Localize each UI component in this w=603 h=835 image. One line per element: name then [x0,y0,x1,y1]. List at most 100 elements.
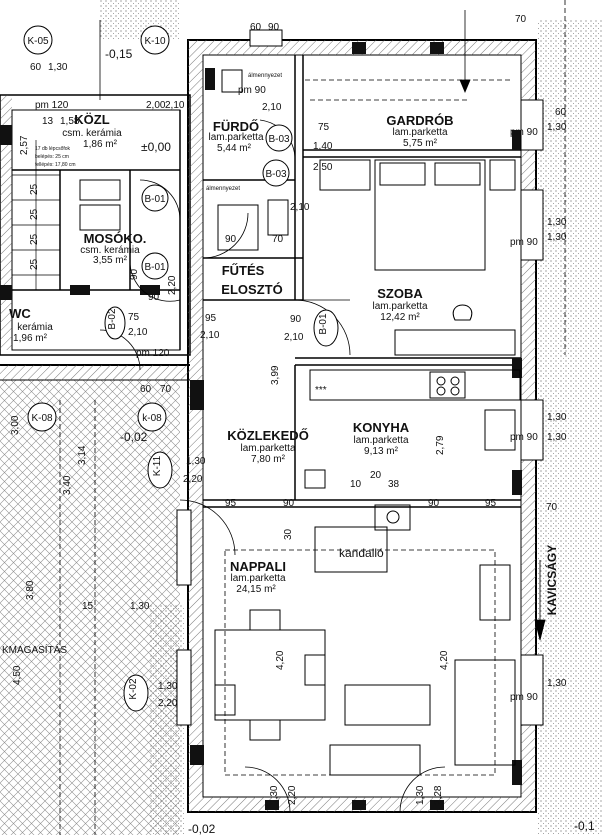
tag-texts: K-05 K-10 K-08 k-08 K-11 K-02 B-01 B-01 … [27,36,329,700]
dim-d20: 20 [370,470,382,481]
dim-pm90b: pm 90 [510,237,538,248]
dim-d300: 3,00 [10,415,21,435]
nappali-floor: lam.parketta [230,573,285,584]
magasitas-label: KMAGASÍTÁS [2,643,67,656]
dim-d90c: 90 [148,292,160,303]
windows [176,29,544,726]
tag-b03a: B-03 [268,134,290,145]
dim-d60a: 60 [250,22,262,33]
dimension-labels: 60 90 70 60 1,30 2,00 2,10 2,10 pm 90 75… [10,14,567,805]
dim-d399: 3,99 [270,365,281,385]
nappali-area: 24,15 m² [236,584,276,595]
dim-d25d: 25 [29,258,40,270]
dim-d420b: 4,20 [439,650,450,670]
kandallo-label: kandalló [339,546,384,560]
dim-d130r1: 1,30 [547,122,567,133]
dim-d210b: 2,10 [262,102,282,113]
dim-d130d: 1,30 [130,601,150,612]
dim-d314: 3,14 [77,445,88,465]
tag-k08a: K-08 [31,413,53,424]
tag-k08b: k-08 [142,413,162,424]
elev-2: ±0,00 [141,140,171,154]
dim-d90d: 90 [290,314,302,325]
dim-d380: 3,80 [25,580,36,600]
dim-d158: 1,58 [60,116,80,127]
wc-name: WC [9,306,31,321]
futes-name2: ELOSZTÓ [221,282,282,297]
dim-d220w: 2,20 [167,275,178,295]
dim-d228: 2,28 [433,785,444,805]
gardrob-floor: lam.parketta [392,127,447,138]
dim-d95b: 95 [225,498,237,509]
dim-d95c: 95 [485,498,497,509]
dim-pm90c: pm 90 [510,432,538,443]
dim-d210e: 2,10 [200,330,220,341]
furdo-area: 5,44 m² [217,143,252,154]
dim-d70a: 70 [515,14,527,25]
dim-d130r6: 1,30 [547,678,567,689]
section-marks [99,10,546,641]
dim-d250: 2,50 [313,162,333,173]
dim-d130a: 1,30 [48,62,68,73]
dim-d130c: 1,30 [415,785,426,805]
tag-bubbles [23,25,339,712]
futes-name: FŰTÉS [222,263,265,278]
almeny-1: álmennyezet [248,73,282,79]
dim-d10: 10 [350,479,362,490]
almeny-2: álmennyezet [206,186,240,192]
dim-d30: 30 [283,528,294,540]
dim-d220b: 2,20 [287,785,298,805]
dim-d70c: 70 [160,384,172,395]
dim-d25b: 25 [29,208,40,220]
dim-d140: 1,40 [313,141,333,152]
nappali-name: NAPPALI [230,559,286,574]
structural-columns [0,42,522,810]
dim-d210f: 2,10 [284,332,304,343]
tag-k05: K-05 [27,36,49,47]
tag-k11: K-11 [152,455,163,476]
mosoko-name: MOSÓKO. [84,231,147,246]
elev-4: -0,02 [188,822,216,835]
dim-pm90d: pm 90 [510,692,538,703]
stair-note-1: 17 db lépcsőfok [35,146,71,152]
kozl-floor: csm. kerámia [62,128,122,139]
dashed-lines [59,0,566,835]
dim-d95a: 95 [205,313,217,324]
dim-d60b: 60 [140,384,152,395]
tag-k02: K-02 [128,678,139,700]
dim-d220n: 2,20 [158,698,178,709]
dim-d70b: 70 [272,234,284,245]
szoba-floor: lam.parketta [372,301,427,312]
tag-b02: B-02 [107,308,118,330]
dim-d90e: 90 [283,498,295,509]
tag-b01b: B-01 [144,262,166,273]
tag-k10: K-10 [144,36,166,47]
tag-b01c: B-01 [318,313,329,335]
dim-d130r4: 1,30 [547,412,567,423]
szoba-name: SZOBA [377,286,423,301]
furdo-name: FÜRDŐ [213,119,259,134]
stars-label: *** [315,385,327,396]
dim-d220k: 2,20 [183,474,203,485]
dim-d120a: pm 120 [35,100,69,111]
room-labels: KÖZL csm. kerámia 1,86 m² FÜRDŐ lam.park… [9,112,453,595]
elev-5: -0,1 [574,819,595,833]
stair-note-3: fellépés: 17,80 cm [35,162,76,168]
dim-d210c: 2,10 [290,202,310,213]
dim-d130r2: 1,30 [547,217,567,228]
kozlekedo-name: KÖZLEKEDŐ [227,428,309,443]
tag-b03b: B-03 [265,169,287,180]
dim-d90g: 90 [129,268,140,280]
dim-d75b: 75 [128,312,140,323]
elev-1: -0,15 [105,47,133,61]
kozl-name: KÖZL [74,112,109,127]
dim-d25c: 25 [29,233,40,245]
dim-d420a: 4,20 [275,650,286,670]
dim-d450: 4,50 [12,665,23,685]
dim-d25a: 25 [29,183,40,195]
dim-d210d: 2,10 [128,327,148,338]
dim-d60top: 60 [30,62,42,73]
dim-d90a: 90 [268,22,280,33]
mosoko-floor: csm. kerámia [80,245,140,256]
